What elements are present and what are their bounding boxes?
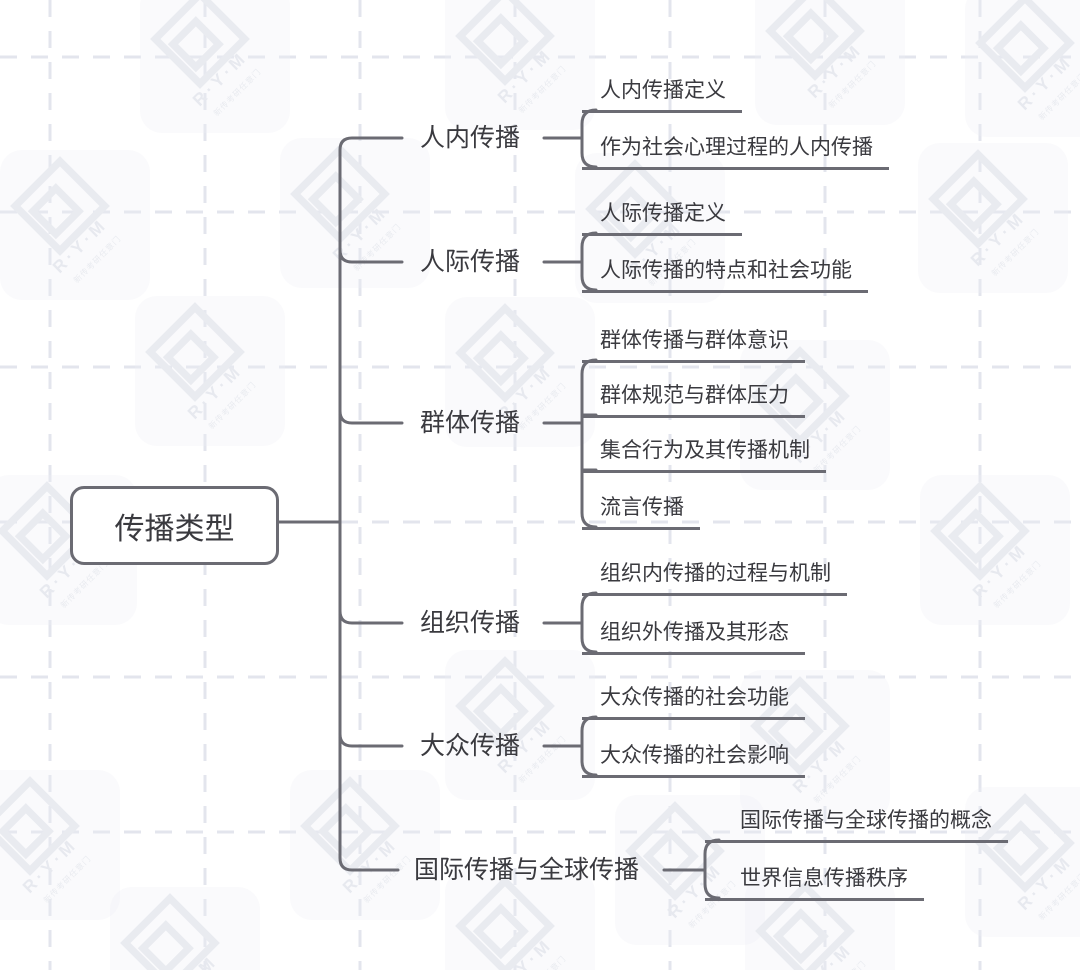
- rym-logo-icon: [150, 0, 250, 89]
- child-node-3-1[interactable]: 群体传播与群体意识: [582, 318, 805, 363]
- watermark-brand: R·Y·M: [49, 214, 112, 277]
- rym-logo-icon: [455, 876, 555, 970]
- watermark-subtext: 新传考研任意门: [517, 64, 568, 115]
- watermark-subtext: 新传考研任意门: [517, 734, 568, 785]
- watermark-subtext: 新传考研任意门: [827, 59, 878, 110]
- watermark-subtext: 新传考研任意门: [362, 854, 413, 905]
- rym-logo-icon: [145, 302, 245, 402]
- watermark-brand: R·Y·M: [967, 207, 1030, 270]
- watermark-brand: R·Y·M: [969, 539, 1032, 602]
- child-node-3-3[interactable]: 集合行为及其传播机制: [582, 428, 826, 473]
- child-node-1-1[interactable]: 人内传播定义: [582, 68, 742, 113]
- watermark-subtext: 新传考研任意门: [816, 958, 868, 970]
- watermark-brand: R·Y·M: [159, 951, 222, 970]
- root-node[interactable]: 传播类型: [70, 486, 279, 565]
- child-node-5-1[interactable]: 大众传播的社会功能: [582, 675, 805, 720]
- watermark-subtext: 新传考研任意门: [72, 234, 123, 285]
- watermark-brand: R·Y·M: [494, 44, 557, 107]
- watermark-subtext: 新传考研任意门: [42, 854, 93, 905]
- watermark-brand: R·Y·M: [804, 39, 867, 102]
- watermark-subtext: 新传考研任意门: [517, 381, 568, 432]
- rym-logo-icon: [455, 0, 555, 86]
- watermark-subtext: 新传考研任意门: [1037, 871, 1080, 922]
- watermark-subtext: 新传考研任意门: [516, 953, 568, 970]
- watermark-brand: R·Y·M: [184, 360, 247, 423]
- child-node-6-1[interactable]: 国际传播与全球传播的概念: [705, 798, 1008, 843]
- watermark-subtext: 新传考研任意门: [59, 559, 110, 610]
- rym-logo-icon: [120, 893, 220, 970]
- watermark-subtext: 新传考研任意门: [1037, 71, 1080, 122]
- watermark-brand: R·Y·M: [19, 834, 82, 897]
- rym-logo-icon: [975, 0, 1075, 93]
- watermark-brand: R·Y·M: [1014, 851, 1077, 914]
- child-node-5-2[interactable]: 大众传播的社会影响: [582, 733, 805, 778]
- child-node-6-2[interactable]: 世界信息传播秩序: [705, 856, 924, 901]
- child-node-3-4[interactable]: 流言传播: [582, 485, 700, 530]
- child-node-4-1[interactable]: 组织内传播的过程与机制: [582, 551, 847, 596]
- rym-logo-icon: [290, 144, 390, 244]
- child-node-3-2[interactable]: 群体规范与群体压力: [582, 373, 805, 418]
- branch-node-2[interactable]: 人际传播: [420, 248, 521, 276]
- watermark-brand: R·Y·M: [189, 47, 252, 110]
- rym-logo-icon: [765, 0, 865, 81]
- rym-logo-icon: [928, 149, 1028, 249]
- child-node-4-2[interactable]: 组织外传播及其形态: [582, 610, 805, 655]
- watermark-subtext: 新传考研任意门: [212, 67, 263, 118]
- watermark-subtext: 新传考研任意门: [352, 222, 403, 273]
- branch-node-6[interactable]: 国际传播与全球传播: [414, 856, 640, 884]
- watermark-brand: R·Y·M: [794, 939, 857, 970]
- watermark-brand: R·Y·M: [1014, 51, 1077, 114]
- rym-logo-icon: [10, 156, 110, 256]
- watermark-brand: R·Y·M: [339, 834, 402, 897]
- rym-logo-icon: [930, 481, 1030, 581]
- child-node-2-1[interactable]: 人际传播定义: [582, 191, 742, 236]
- branch-node-1[interactable]: 人内传播: [420, 124, 521, 152]
- rym-logo-icon: [455, 303, 555, 403]
- child-node-2-2[interactable]: 人际传播的特点和社会功能: [582, 248, 868, 293]
- branch-node-5[interactable]: 大众传播: [420, 732, 521, 760]
- branch-node-4[interactable]: 组织传播: [420, 609, 521, 637]
- watermark-brand: R·Y·M: [329, 202, 392, 265]
- rym-logo-icon: [300, 776, 400, 876]
- rym-logo-icon: [0, 776, 80, 876]
- child-node-1-2[interactable]: 作为社会心理过程的人内传播: [582, 125, 889, 170]
- watermark-brand: R·Y·M: [494, 934, 557, 970]
- watermark-subtext: 新传考研任意门: [207, 380, 258, 431]
- branch-node-3[interactable]: 群体传播: [420, 409, 521, 437]
- watermark-subtext: 新传考研任意门: [990, 227, 1041, 278]
- watermark-subtext: 新传考研任意门: [992, 559, 1043, 610]
